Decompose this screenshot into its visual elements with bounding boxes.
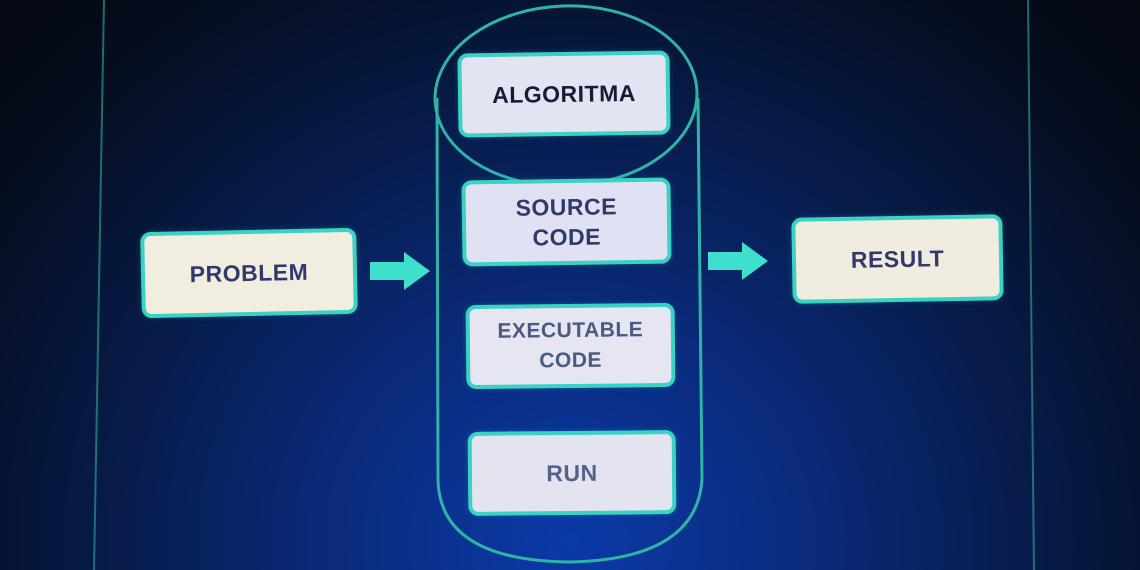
stage-label-line: SOURCE <box>515 193 618 221</box>
stage-label-line: CODE <box>532 223 602 251</box>
stage-label: RUN <box>546 459 598 487</box>
stage-box-source-code: SOURCE CODE <box>461 177 672 267</box>
arrow-right-icon <box>708 242 768 280</box>
problem-box: PROBLEM <box>140 227 358 319</box>
stage-label-line: EXECUTABLE <box>497 318 644 343</box>
stage-box-run: RUN <box>467 430 677 516</box>
cylinder-outline <box>435 97 704 564</box>
problem-label: PROBLEM <box>189 258 309 288</box>
stage-label-line: CODE <box>539 348 603 373</box>
result-box: RESULT <box>791 214 1004 304</box>
stage-box-executable-code: EXECUTABLE CODE <box>465 302 676 390</box>
result-label: RESULT <box>850 245 945 273</box>
arrow-right-icon <box>370 252 430 290</box>
stage-label: ALGORITMA <box>491 79 637 109</box>
stage-box-algoritma: ALGORITMA <box>457 50 671 138</box>
